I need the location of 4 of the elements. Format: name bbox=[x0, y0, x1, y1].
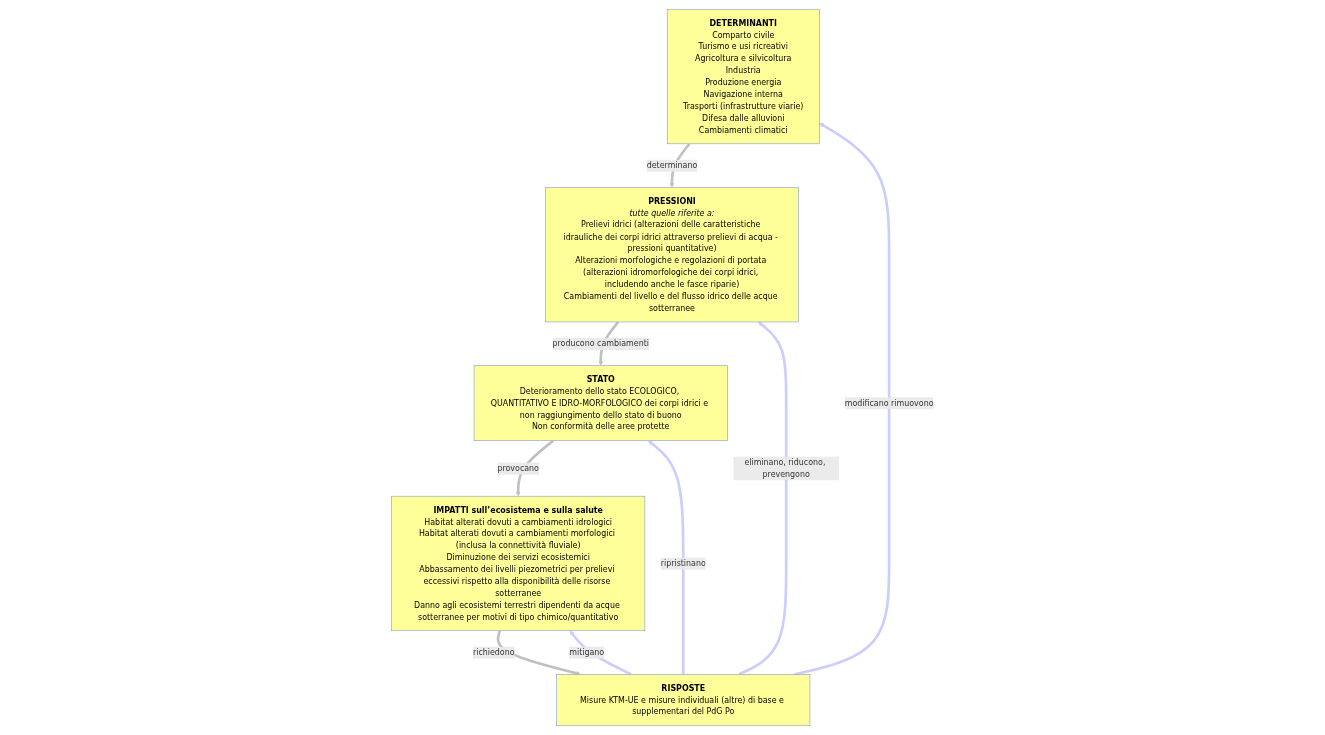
arrow bbox=[794, 122, 891, 676]
arrow bbox=[738, 321, 788, 676]
arrow bbox=[648, 440, 685, 675]
arrow bbox=[569, 630, 632, 676]
